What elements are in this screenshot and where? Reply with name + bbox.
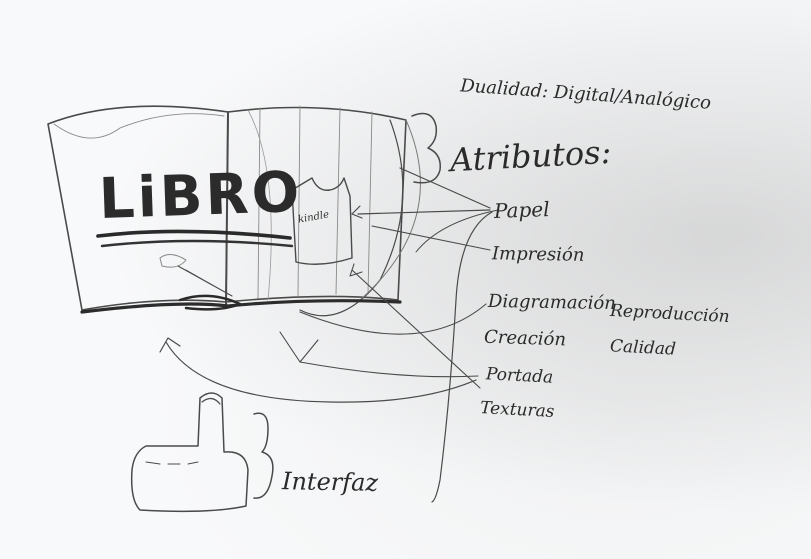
arrowhead: [280, 332, 318, 362]
title-underline: [102, 241, 292, 246]
interfaz-connector: [432, 212, 492, 502]
title-underline: [98, 231, 290, 238]
page-line: [368, 112, 372, 294]
attribute-item: Creación: [484, 329, 567, 350]
arrow-book: [186, 270, 214, 286]
arrowhead: [350, 264, 362, 276]
page-line: [336, 108, 340, 294]
attribute-item: Texturas: [480, 400, 555, 421]
attribute-item: Diagramación: [488, 293, 616, 313]
arrow-papel-2: [358, 210, 490, 214]
page-curl: [360, 120, 420, 300]
sketch-mark: [160, 254, 186, 267]
atributos-heading: Atributos:: [449, 136, 612, 176]
attribute-item: Papel: [494, 199, 550, 221]
arrowhead: [160, 338, 180, 352]
arrow-creacion: [352, 270, 480, 388]
interface-label: Interfaz: [282, 469, 378, 495]
attribute-item: Portada: [486, 366, 554, 386]
finger-lines: [146, 462, 198, 464]
hand-bracket: [254, 413, 273, 498]
attribute-item-right: Calidad: [610, 338, 677, 358]
arrowhead: [352, 206, 362, 218]
page-edge: [54, 114, 224, 138]
fingernail: [202, 398, 220, 404]
book-title: LiBRO: [98, 165, 303, 228]
hand-sketch: [132, 393, 248, 511]
attribute-item: Impresión: [492, 245, 585, 265]
